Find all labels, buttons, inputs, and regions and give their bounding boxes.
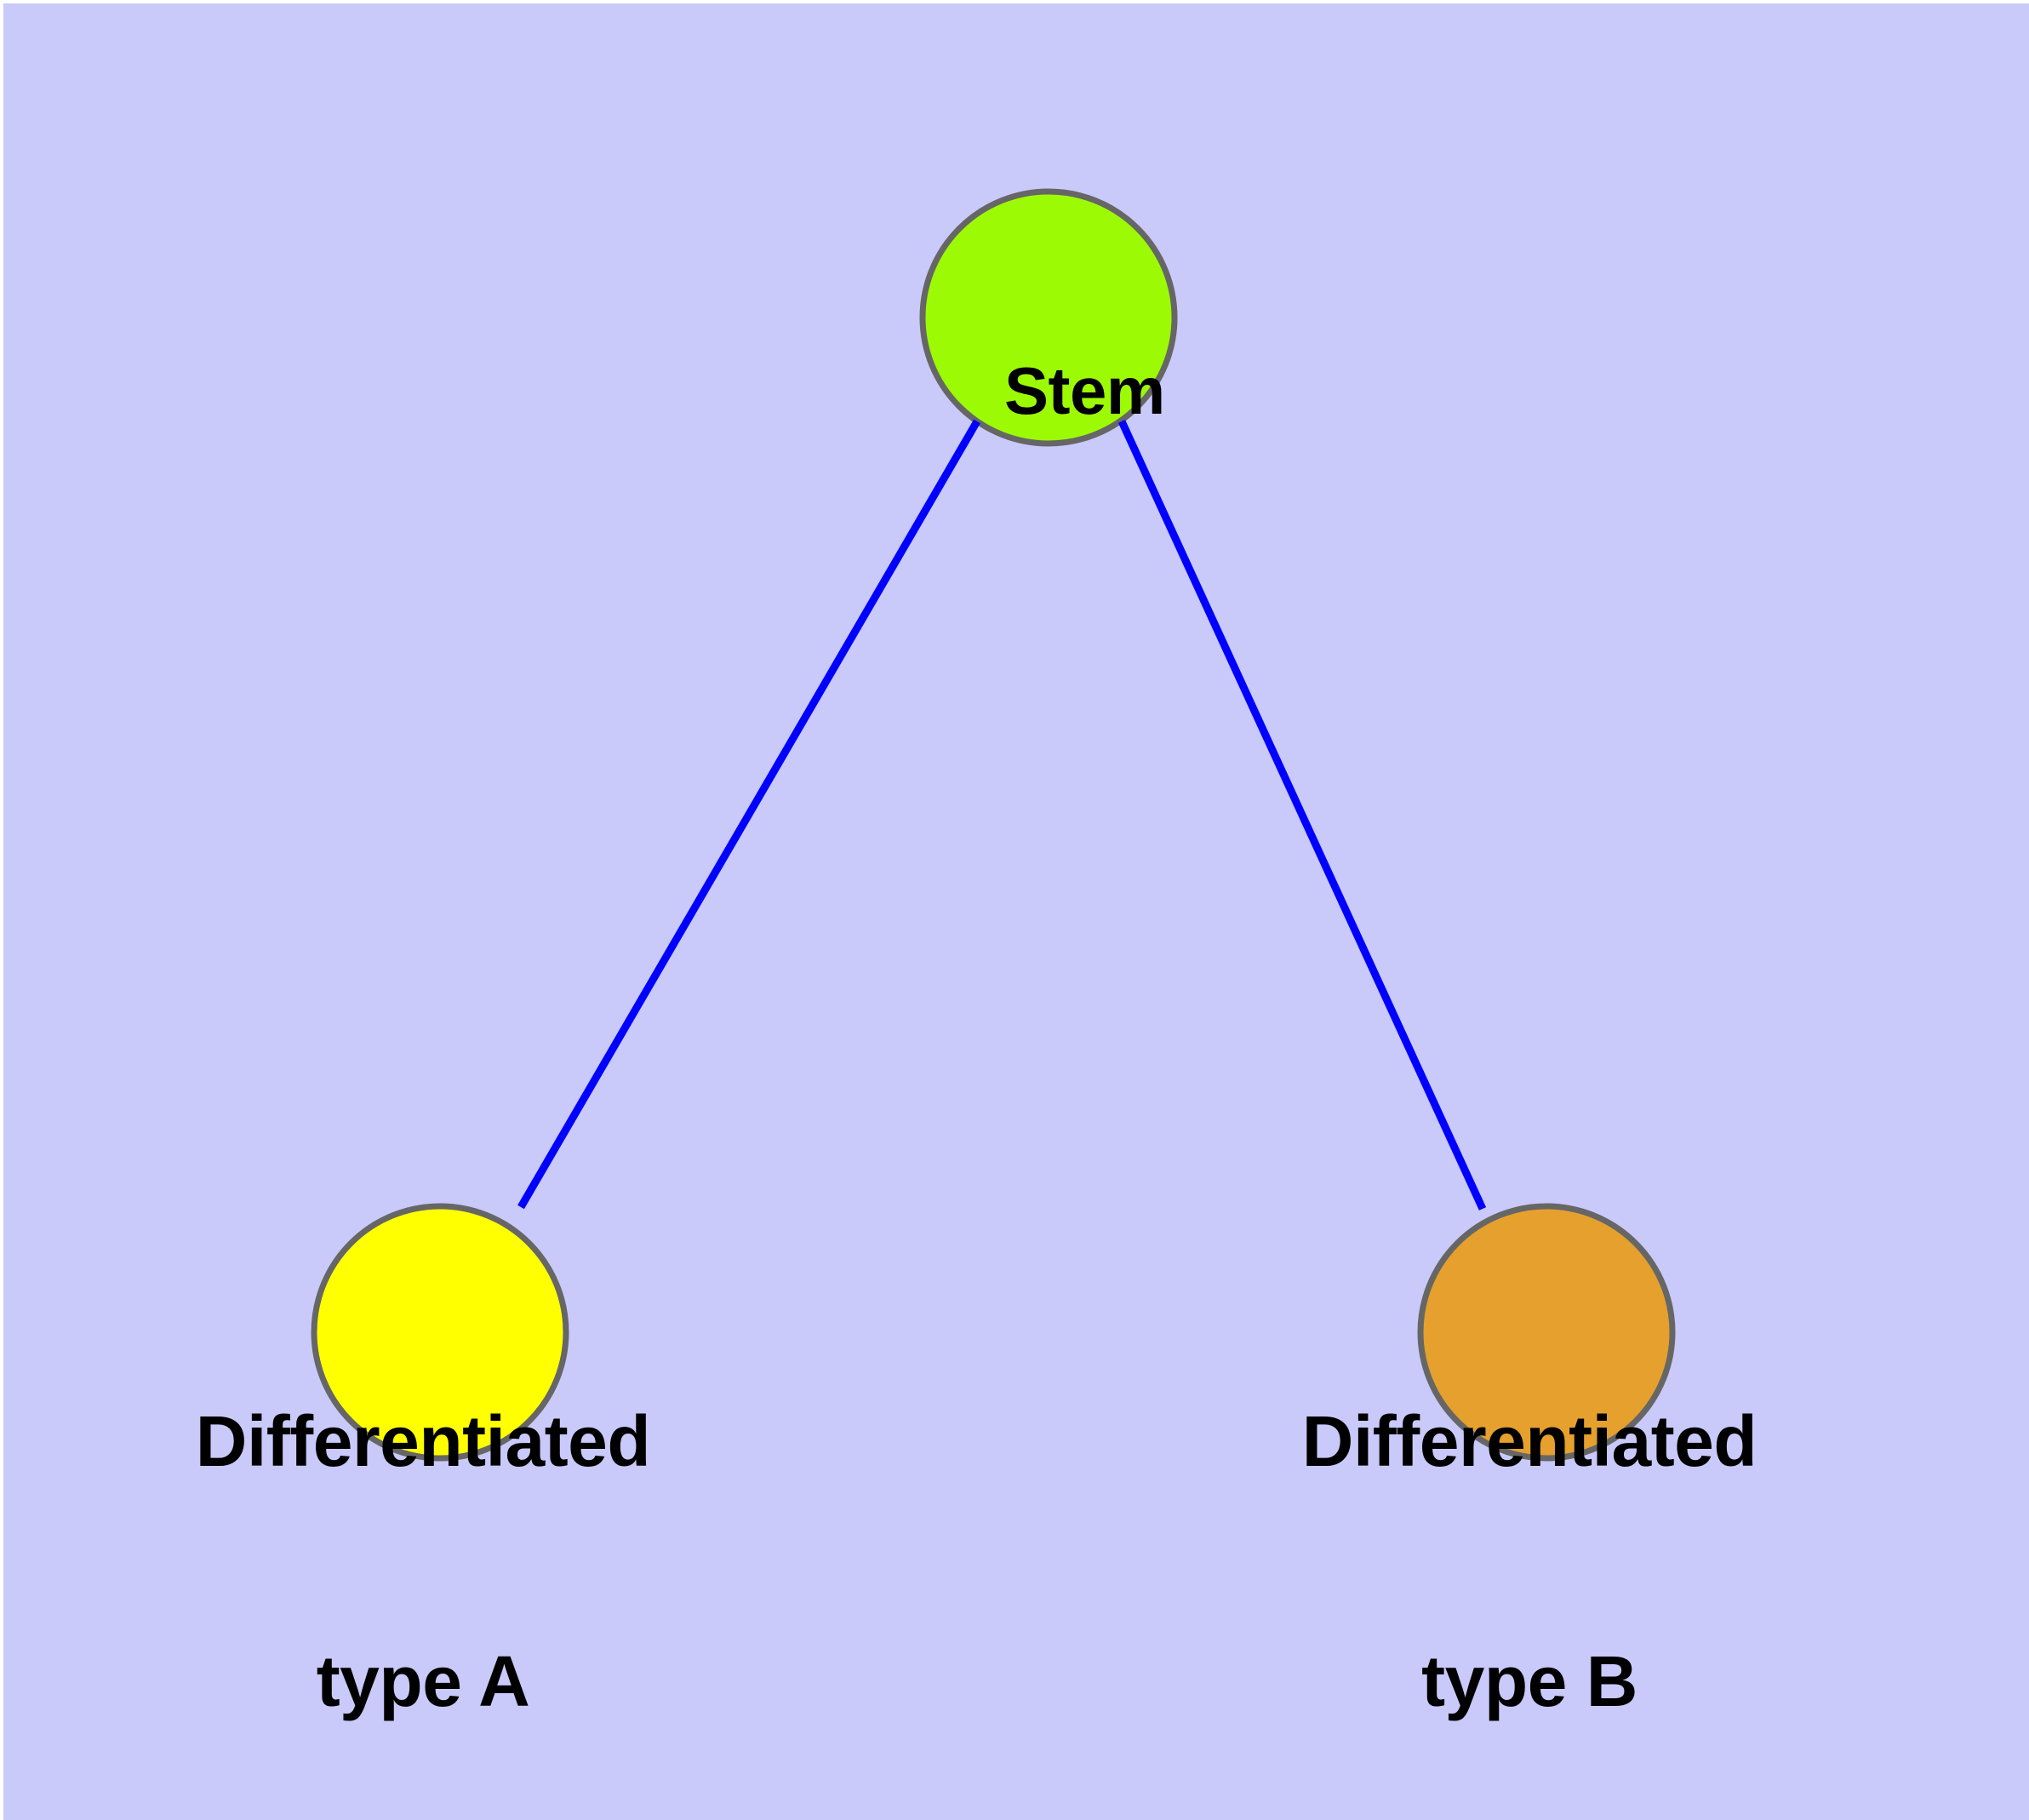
edges-group bbox=[517, 419, 1487, 1210]
node-circle-stem[interactable] bbox=[919, 188, 1178, 447]
node-circles-group bbox=[311, 188, 1676, 1462]
node-circle-differentiated-type-a[interactable] bbox=[311, 1203, 569, 1462]
edge-stem-to-differentiated-type-a[interactable] bbox=[517, 419, 980, 1210]
node-circle-differentiated-type-b[interactable] bbox=[1417, 1203, 1676, 1462]
edge-stem-to-differentiated-type-b[interactable] bbox=[1117, 420, 1487, 1210]
